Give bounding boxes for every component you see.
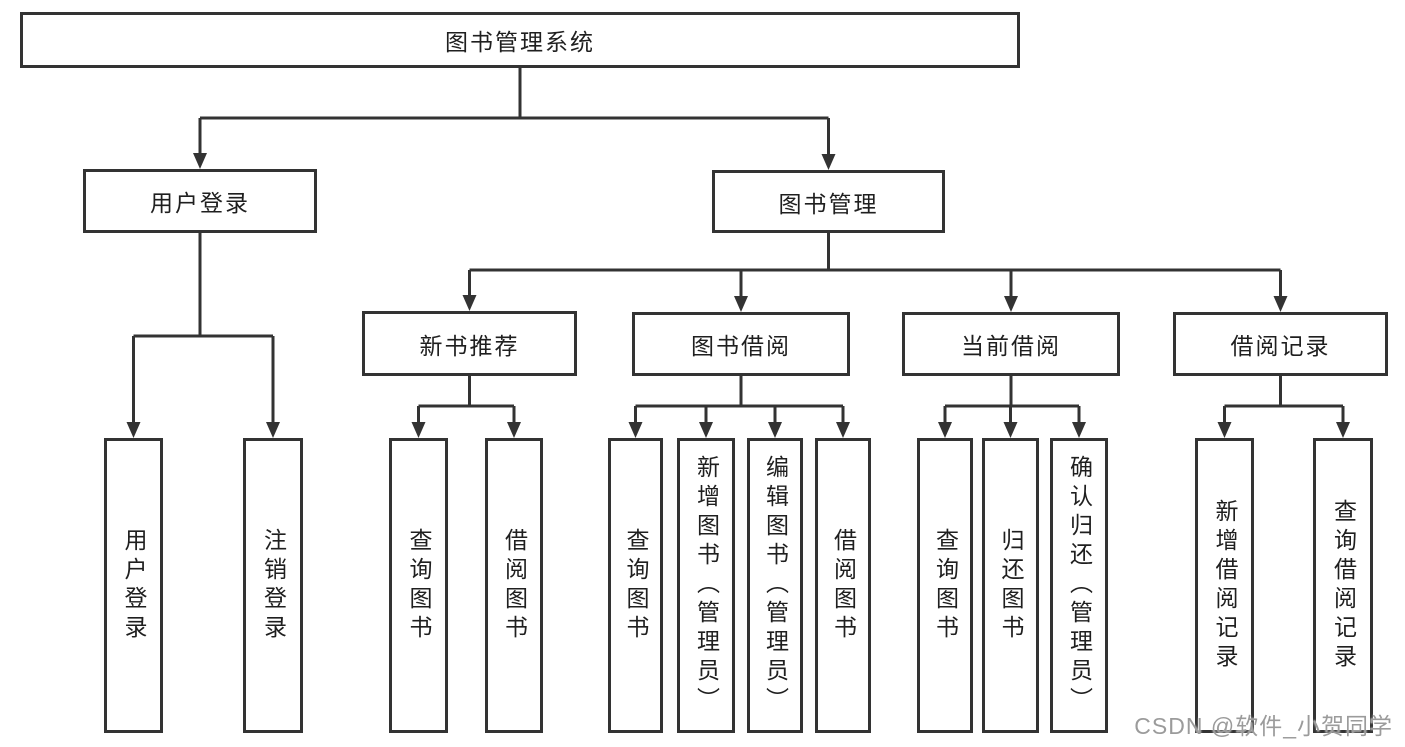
arrowhead (1072, 422, 1086, 438)
arrowhead (836, 422, 850, 438)
arrowhead (821, 154, 836, 170)
node-label-leaf-query-books-borrow: 查询图书 (623, 527, 649, 644)
node-label-new-books: 新书推荐 (419, 332, 520, 359)
arrowhead (699, 422, 713, 438)
arrowhead (628, 422, 643, 438)
node-leaf-user-login: 用户登录 (104, 438, 163, 733)
node-label-leaf-query-record: 查询借阅记录 (1330, 498, 1357, 673)
arrowhead (1273, 296, 1288, 312)
arrowhead (266, 422, 280, 438)
node-label-current-borrow: 当前借阅 (961, 333, 1061, 359)
node-label-leaf-user-login: 用户登录 (121, 527, 147, 644)
node-label-leaf-query-books-new: 查询图书 (406, 527, 432, 644)
node-label-leaf-borrow-books-new: 借阅图书 (501, 527, 528, 644)
node-label-leaf-confirm-return: 确认归还（管理员） (1066, 455, 1093, 716)
arrowhead (1004, 296, 1018, 312)
node-label-book-mgmt: 图书管理 (778, 190, 879, 217)
node-label-leaf-add-books: 新增图书（管理员） (693, 455, 720, 716)
connector-path (132, 68, 1345, 426)
arrowhead (126, 422, 141, 438)
node-label-book-borrow: 图书借阅 (691, 333, 791, 359)
arrowhead (462, 295, 477, 311)
node-label-leaf-logout: 注销登录 (260, 527, 287, 644)
node-book-borrow: 图书借阅 (632, 312, 850, 376)
node-leaf-borrow-books: 借阅图书 (815, 438, 871, 733)
arrowhead (1336, 422, 1350, 438)
arrowhead (1217, 422, 1232, 438)
node-label-leaf-add-record: 新增借阅记录 (1212, 498, 1238, 673)
arrowhead (938, 422, 952, 438)
arrowhead (193, 153, 207, 169)
node-leaf-add-books: 新增图书（管理员） (677, 438, 735, 733)
node-book-mgmt: 图书管理 (712, 170, 945, 233)
arrowhead (1003, 422, 1018, 438)
node-borrow-records: 借阅记录 (1173, 312, 1388, 376)
arrowhead (734, 296, 748, 312)
node-leaf-confirm-return: 确认归还（管理员） (1050, 438, 1108, 733)
node-label-user-login: 用户登录 (150, 190, 250, 216)
node-leaf-query-record: 查询借阅记录 (1313, 438, 1373, 733)
node-leaf-return-books: 归还图书 (982, 438, 1039, 733)
node-leaf-edit-books: 编辑图书（管理员） (747, 438, 803, 733)
node-label-leaf-edit-books: 编辑图书（管理员） (762, 455, 789, 716)
arrowhead (507, 422, 521, 438)
node-label-root: 图书管理系统 (445, 29, 595, 55)
node-label-leaf-query-books-cur: 查询图书 (932, 527, 959, 644)
node-user-login: 用户登录 (83, 169, 317, 233)
node-label-leaf-borrow-books: 借阅图书 (830, 527, 857, 644)
node-leaf-query-books-new: 查询图书 (389, 438, 448, 733)
csdn-watermark: CSDN @软件_小贺同学 (1134, 713, 1393, 739)
node-new-books: 新书推荐 (362, 311, 577, 376)
node-leaf-query-books-borrow: 查询图书 (608, 438, 663, 733)
node-label-borrow-records: 借阅记录 (1230, 333, 1331, 359)
node-leaf-logout: 注销登录 (243, 438, 303, 733)
node-current-borrow: 当前借阅 (902, 312, 1120, 376)
arrowhead (411, 422, 426, 438)
node-leaf-query-books-cur: 查询图书 (917, 438, 973, 733)
arrowhead (768, 422, 782, 438)
node-root: 图书管理系统 (20, 12, 1020, 68)
node-leaf-borrow-books-new: 借阅图书 (485, 438, 543, 733)
node-label-leaf-return-books: 归还图书 (998, 527, 1024, 644)
node-leaf-add-record: 新增借阅记录 (1195, 438, 1254, 733)
